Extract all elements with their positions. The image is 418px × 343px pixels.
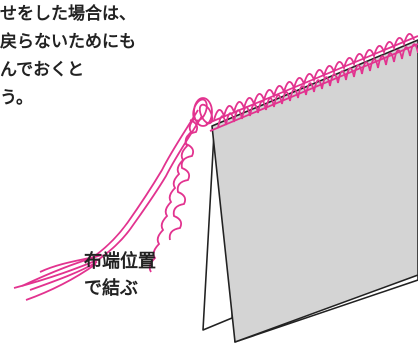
caption-line: 戻らないためにも [0,32,136,52]
knot-position-label: 布端位置 で結ぶ [84,248,156,302]
label-line: 布端位置 [84,251,156,272]
thread-chain [13,109,203,301]
overlock-stitch [205,33,418,132]
instruction-caption: せをした場合は、 戻らないためにも んでおくと う。 [0,0,136,112]
caption-line: んでおくと [0,60,85,80]
label-line: で結ぶ [84,278,138,299]
caption-line: せをした場合は、 [0,4,136,24]
caption-line: う。 [0,88,33,108]
thread-knot [192,97,214,127]
